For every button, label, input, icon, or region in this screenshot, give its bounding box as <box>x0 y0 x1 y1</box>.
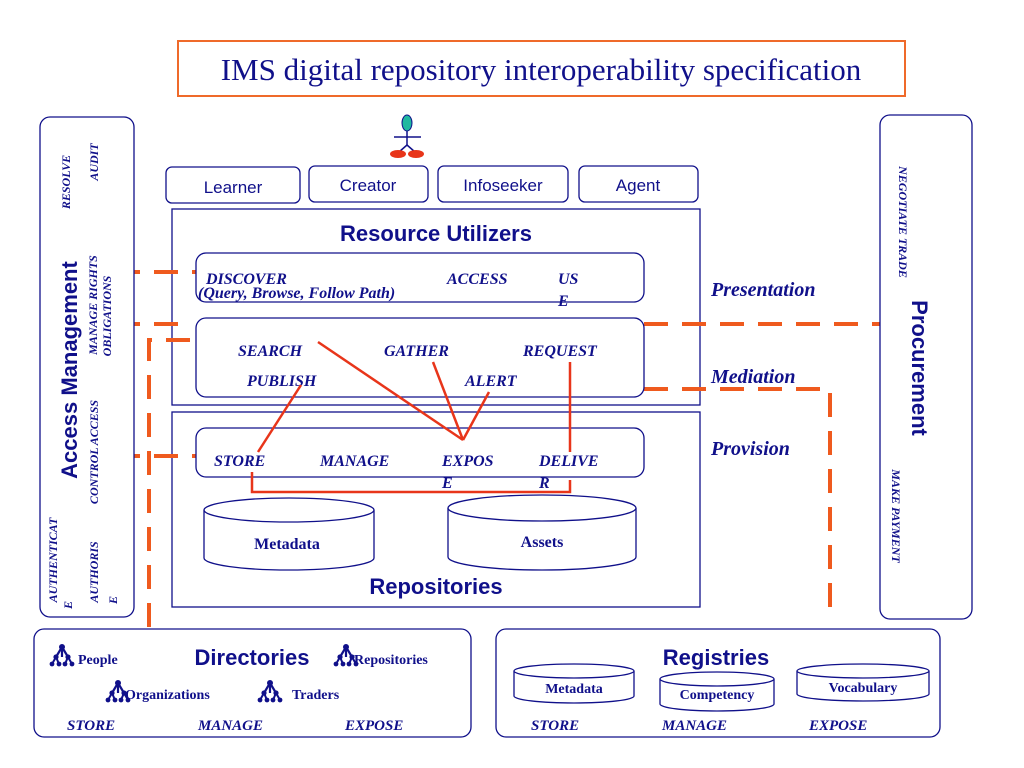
role-label: Infoseeker <box>463 176 543 195</box>
resolve-label: RESOLVE <box>59 155 73 210</box>
registry-vocabulary-label: Vocabulary <box>829 681 898 696</box>
organizations-label: Organizations <box>125 688 210 703</box>
search-label: SEARCH <box>238 343 303 360</box>
person-icon <box>390 114 424 158</box>
directories-manage-label: MANAGE <box>197 718 263 734</box>
gather-label: GATHER <box>384 343 449 360</box>
obligations-label: OBLIGATIONS <box>100 275 114 356</box>
mediation-box: SEARCH GATHER REQUEST PUBLISH ALERT <box>195 317 645 398</box>
role-learner: Learner <box>165 166 301 204</box>
registries-store-label: STORE <box>531 718 579 734</box>
registry-competency-cylinder: Competency <box>659 671 775 712</box>
access-management-heading: Access Management <box>57 261 82 479</box>
repositories-frame <box>171 411 701 608</box>
resource-utilizers-heading: Resource Utilizers <box>340 221 532 246</box>
title-box: IMS digital repository interoperability … <box>177 40 906 97</box>
assets-label: Assets <box>521 534 564 551</box>
traders-label: Traders <box>292 688 340 703</box>
expose-label-line1: EXPOS <box>441 453 494 470</box>
metadata-cylinder: Metadata <box>203 497 375 571</box>
use-label-line1: US <box>558 271 579 288</box>
role-infoseeker: Infoseeker <box>437 165 569 203</box>
audit-label: AUDIT <box>87 143 101 182</box>
metadata-label: Metadata <box>254 536 320 553</box>
directories-expose-label: EXPOSE <box>344 718 403 734</box>
access-management-panel: Access Management RESOLVE AUDIT MANAGE R… <box>39 116 135 618</box>
use-label-line2: E <box>557 293 569 310</box>
flow-lines <box>250 340 572 494</box>
expose-label-line2: E <box>441 475 453 492</box>
role-creator: Creator <box>308 165 429 203</box>
directories-panel: Directories People Repositories Organiza… <box>33 628 472 738</box>
provision-box: STORE MANAGE EXPOS E DELIVE R <box>195 427 645 492</box>
directories-heading: Directories <box>195 645 310 670</box>
directory-repositories-label: Repositories <box>354 653 428 668</box>
role-agent: Agent <box>578 165 699 203</box>
registries-heading: Registries <box>663 645 769 670</box>
store-label: STORE <box>214 453 265 470</box>
discover-label: DISCOVER <box>205 271 287 288</box>
assets-cylinder: Assets <box>447 494 637 571</box>
repositories-heading: Repositories <box>369 574 502 599</box>
people-label: People <box>78 653 118 668</box>
discover-sub-label: (Query, Browse, Follow Path) <box>198 285 395 302</box>
manage-label: MANAGE <box>319 453 389 470</box>
negotiate-trade-label: NEGOTIATE TRADE <box>896 165 910 278</box>
registries-manage-label: MANAGE <box>661 718 727 734</box>
diagram-title: IMS digital repository interoperability … <box>221 52 862 87</box>
manage-rights-label: MANAGE RIGHTS <box>86 255 100 356</box>
authenticate-label-line2: E <box>61 601 75 610</box>
presentation-box: DISCOVER (Query, Browse, Follow Path) AC… <box>195 252 645 310</box>
registry-metadata-label: Metadata <box>545 682 603 697</box>
deliver-label-line1: DELIVE <box>538 453 599 470</box>
mediation-layer-label: Mediation <box>710 366 795 388</box>
registry-metadata-cylinder: Metadata <box>513 663 635 704</box>
registries-expose-label: EXPOSE <box>808 718 867 734</box>
resource-utilizers-frame <box>171 208 701 406</box>
authenticate-label-line1: AUTHENTICAT <box>46 517 60 603</box>
registries-panel: Registries Metadata Competency Vocabular… <box>495 628 941 738</box>
alert-label: ALERT <box>464 373 518 390</box>
registry-competency-label: Competency <box>680 688 755 703</box>
control-access-label: CONTROL ACCESS <box>87 400 101 504</box>
access-label: ACCESS <box>446 271 508 288</box>
role-label: Learner <box>204 178 263 197</box>
directories-store-label: STORE <box>67 718 115 734</box>
authorise-label-line1: AUTHORIS <box>87 541 101 604</box>
deliver-label-line2: R <box>538 475 550 492</box>
presentation-layer-label: Presentation <box>710 279 815 301</box>
procurement-panel: Procurement NEGOTIATE TRADE MAKE PAYMENT <box>879 114 973 620</box>
provision-layer-label: Provision <box>710 438 790 460</box>
procurement-heading: Procurement <box>907 300 932 436</box>
publish-label: PUBLISH <box>246 373 317 390</box>
role-label: Creator <box>340 176 397 195</box>
registry-vocabulary-cylinder: Vocabulary <box>796 663 930 702</box>
role-label: Agent <box>616 176 661 195</box>
request-label: REQUEST <box>522 343 598 360</box>
make-payment-label: MAKE PAYMENT <box>889 468 903 563</box>
authorise-label-line2: E <box>106 596 120 605</box>
